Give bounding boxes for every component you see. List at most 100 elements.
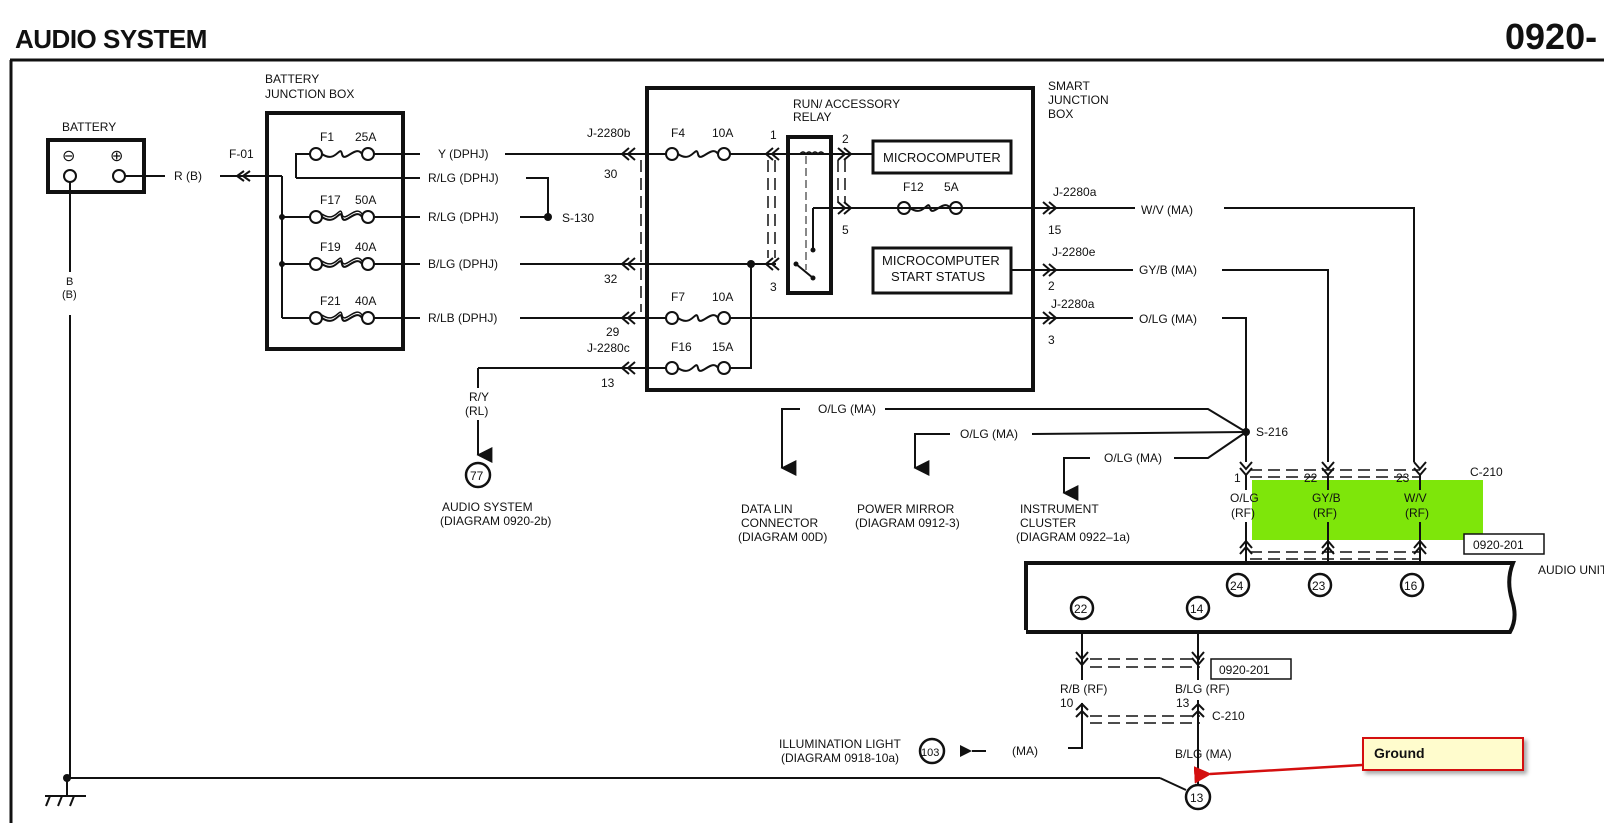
output-wire-olg: O/LG (MA) [1139,312,1197,326]
connector-chevron-icon [1413,461,1427,477]
bjb-wire-label: B/LG (DPHJ) [428,257,498,271]
ground-wire-label: B/LG (MA) [1175,747,1232,761]
audio-system-reference: R/Y (RL) 77 AUDIO SYSTEM (DIAGRAM 0920-2… [440,368,551,528]
microcomputer-label: MICROCOMPUTER [883,150,1001,165]
sjb-outputs: J-2280a 15 W/V (MA) J-2280e 2 GY/B (MA) … [1033,185,1415,462]
audio-unit-pin: 16 [1404,579,1418,593]
diagram-frame [9,58,1604,823]
connector-j2280b-label: J-2280b [587,126,631,140]
fuse-rating: 10A [712,126,733,140]
output-connector-2: J-2280e [1052,245,1096,259]
pin-29: 29 [606,325,620,339]
unit-pin-circle [1069,595,1095,621]
bjb-fuse-f19: F19 40A B/LG (DPHJ) [309,240,620,271]
splice-s130-label: S-130 [562,211,594,225]
connector-chevron-icon [1413,539,1427,555]
connector-f01-icon [235,170,251,182]
pin-32: 32 [604,272,618,286]
branch-3-dest-line2: CLUSTER [1020,516,1076,530]
c210-bottom-wire-2: B/LG (RF) [1175,682,1230,696]
illumination-wire: (MA) [1012,744,1038,758]
ground-annotation-callout[interactable]: Ground [1362,737,1524,771]
splice-s216-label: S-216 [1256,425,1288,439]
c210-wire-color: O/LG [1230,491,1259,505]
fuse-rating: 40A [355,240,376,254]
relay-label-line1: RUN/ ACCESSORY [793,97,900,111]
relay-label-line2: RELAY [793,110,831,124]
c210-pin-number: 22 [1304,471,1318,485]
battery-output-wire-label: R (B) [174,169,202,183]
battery-positive-icon: ⊕ [110,148,123,165]
fuse-id: F17 [320,193,341,207]
ref-13: 13 [1190,791,1204,805]
fuse-rating: 50A [355,193,376,207]
fuse-id: F4 [671,126,685,140]
c210-wire-code: (RF) [1313,506,1337,520]
unit-pin-circle [1225,572,1251,598]
c210-wire-code: (RF) [1231,506,1255,520]
bjb-wire-label: R/LG (DPHJ) [428,210,499,224]
fuse-icon [665,147,731,161]
fuse-rating: 40A [355,294,376,308]
audio-system-diagram: (DIAGRAM 0920-2b) [440,514,551,528]
sjb-label-line1: SMART [1048,79,1090,93]
branch-2-dest-line1: POWER MIRROR [857,502,955,516]
bjb-loop-wire-label: R/LG (DPHJ) [428,171,499,185]
relay-switch-contact [795,263,814,279]
c210-bottom-label: C-210 [1212,709,1245,723]
c210-pin-number: 1 [1234,471,1241,485]
relay-input-connector-icon [764,257,780,271]
branch-1-diagram: (DIAGRAM 00D) [738,530,827,544]
sjb-label-line2: JUNCTION [1048,93,1109,107]
sjb-input-connector-icon [620,311,636,325]
ground-connection: B/LG (MA) 13 [1159,747,1232,811]
sjb-label-line3: BOX [1048,107,1073,121]
bjb-wire-label: R/LB (DPHJ) [428,311,497,325]
branch-2-diagram: (DIAGRAM 0912-3) [855,516,960,530]
illumination-label: ILLUMINATION LIGHT [779,737,901,751]
fuse-id: F16 [671,340,692,354]
bjb-label-line1: BATTERY [265,72,319,86]
c210-pin-number: 23 [1396,471,1410,485]
unit-connector-top-label: 0920-201 [1473,538,1524,552]
c210-wire-color: W/V [1404,491,1427,505]
connector-f01-label: F-01 [229,147,254,161]
ref-103: 103 [921,747,939,759]
fuse-icon [665,311,731,325]
relay-pin-5: 5 [842,223,849,237]
fuse-id: F19 [320,240,341,254]
c210-top-label: C-210 [1470,465,1503,479]
connector-chevron-icon [1321,539,1335,555]
illumination-arrow-icon [960,745,972,757]
fuse-icon [665,361,731,375]
relay-pin-1: 1 [770,128,777,142]
ref-circle-103 [918,737,946,765]
mcss-label-line2: START STATUS [891,269,985,284]
battery: BATTERY ⊖ ⊕ R (B) F-01 B (B) [45,120,1160,807]
annotation-arrow [1193,763,1363,784]
audio-unit-pin: 22 [1074,602,1088,616]
output-wire-wv: W/V (MA) [1141,203,1193,217]
relay-pin-3: 3 [770,280,777,294]
c210-bottom-pin-10: 10 [1060,696,1074,710]
output-pin-15: 15 [1048,223,1062,237]
battery-label: BATTERY [62,120,116,134]
branch-1-dest-line1: DATA LIN [741,502,793,516]
output-pin-2: 2 [1048,279,1055,293]
audio-unit-pin: 24 [1230,579,1244,593]
fuse-icon [309,147,375,161]
c210-wire-color: GY/B [1312,491,1341,505]
ry-wire-line1: R/Y [469,390,489,404]
branch-2-wire: O/LG (MA) [960,427,1018,441]
sjb-input-connector-icon [620,147,636,161]
sjb-input-connector-icon [620,257,636,271]
page-number: 0920- [1505,16,1598,57]
c210-bottom-pin-13: 13 [1176,696,1190,710]
connector-chevron-icon [1075,651,1089,667]
